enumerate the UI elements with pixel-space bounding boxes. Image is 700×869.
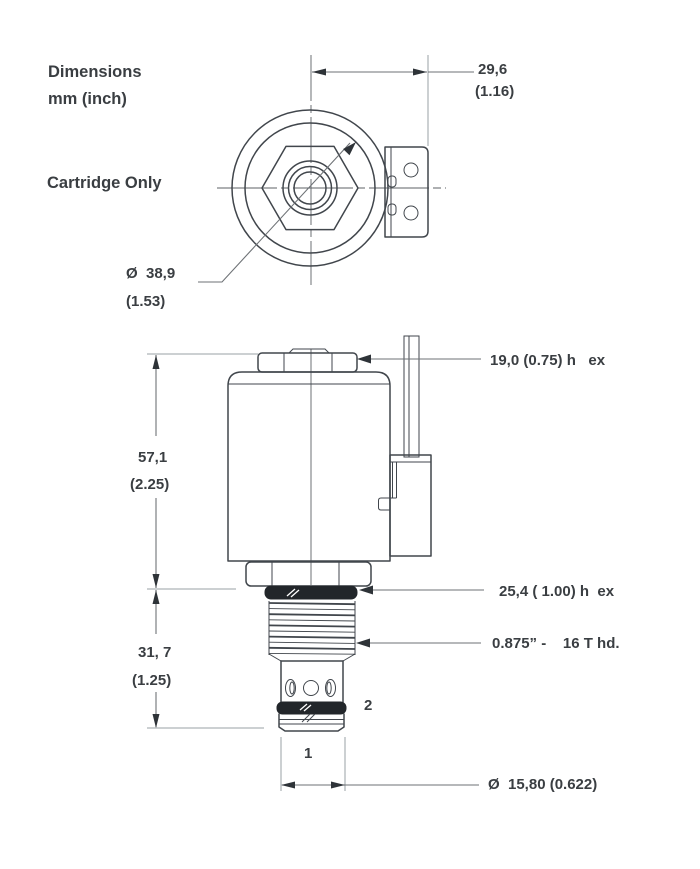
- thread-line: [268, 635, 356, 639]
- connector-block: [378, 454, 432, 557]
- locating-hex-label: 25,4 ( 1.00) h ex: [499, 583, 615, 600]
- locating-hex-leader: [359, 585, 484, 595]
- valve-nose: [278, 713, 345, 732]
- coil-height-dimension: [147, 353, 258, 590]
- port1-label: 1: [304, 745, 312, 762]
- cross-port-center: [303, 680, 319, 696]
- washer-circle: [282, 160, 338, 216]
- spade-terminal: [403, 335, 420, 458]
- nose-slash1: [301, 713, 311, 723]
- cartridge-length-inch: (1.25): [132, 672, 171, 689]
- cross-port-right: [325, 679, 336, 697]
- leader-line: [198, 142, 351, 283]
- nose-diameter-label: Ø 15,80 (0.622): [488, 776, 597, 793]
- bracket-offset-mm: 29,6: [478, 61, 507, 78]
- thread-section: [268, 601, 356, 662]
- page-title: Dimensions: [48, 63, 142, 81]
- terminal-blade: [403, 335, 420, 458]
- cross-port-left-inner: [289, 681, 295, 695]
- port2-label: 2: [364, 697, 372, 714]
- nose-outline: [278, 713, 345, 732]
- thread-label: 0.875” - 16 T hd.: [492, 635, 620, 652]
- top-view: Ø 38,9 (1.53) 29,6 (1.16): [126, 55, 514, 310]
- oring-band: [264, 585, 358, 600]
- nut-washer-face: [288, 348, 330, 354]
- lower-oring: [276, 701, 347, 715]
- bracket-offset-dimension: [312, 55, 474, 146]
- coil-height-inch: (2.25): [130, 476, 169, 493]
- thread-line: [268, 613, 356, 617]
- connector-foot: [378, 497, 397, 511]
- thread-chamfer-right: [342, 653, 356, 662]
- cross-port-right-inner: [326, 681, 332, 695]
- thread-line: [268, 608, 356, 611]
- bracket-outline: [384, 146, 429, 238]
- arrow-down: [152, 714, 160, 728]
- diameter-leader: [198, 142, 356, 283]
- thread-chamfer-left: [268, 653, 282, 662]
- leader-arrowhead: [343, 142, 356, 156]
- thread-line: [268, 641, 356, 644]
- thread-line: [268, 646, 356, 650]
- bracket-offset-inch: (1.16): [475, 83, 514, 100]
- hex-nut-top-view: [261, 145, 359, 231]
- coil-inner-circle: [244, 122, 376, 254]
- arrow-left: [281, 781, 295, 789]
- leader-arrowhead: [357, 354, 371, 364]
- coil-body: [227, 371, 391, 562]
- coil-nut-leader: [357, 354, 481, 364]
- units-label: mm (inch): [48, 90, 127, 108]
- bracket-hole-upper: [403, 162, 419, 178]
- arrow-left: [312, 68, 326, 76]
- oring-highlight1: [286, 588, 296, 597]
- thread-leader: [356, 638, 481, 648]
- mounting-bracket: [384, 146, 429, 238]
- coil-outer-circle: [231, 109, 389, 267]
- thread-line: [268, 602, 356, 606]
- view-label: Cartridge Only: [47, 174, 162, 192]
- bracket-notch-upper: [387, 175, 397, 188]
- leader-arrowhead: [359, 585, 373, 595]
- nut-outline: [257, 352, 358, 373]
- coil-diameter-inch: (1.53): [126, 293, 165, 310]
- coil-nut-label: 19,0 (0.75) h ex: [490, 352, 606, 369]
- thread-line: [268, 619, 356, 622]
- arrow-up: [152, 355, 160, 369]
- coil-retaining-nut: [257, 348, 358, 373]
- nose-slash2: [306, 713, 316, 723]
- upper-oring: [264, 585, 358, 600]
- stem-circle: [287, 165, 333, 211]
- oring-highlight1: [299, 703, 308, 711]
- locating-hex-nut: [245, 561, 372, 587]
- bore-circle: [293, 171, 327, 205]
- cartridge-length-dimension: [147, 590, 264, 729]
- nose-diameter-dimension: [280, 737, 479, 791]
- side-view: 57,1 (2.25) 31, 7 (1.25) 19,0 (0.75) h e…: [130, 335, 620, 793]
- oring-highlight2: [290, 589, 300, 598]
- arrow-right: [413, 68, 427, 76]
- valve-body: [280, 660, 344, 703]
- cartridge-length-mm: 31, 7: [138, 644, 171, 661]
- oring-band: [276, 701, 347, 715]
- thread-line: [268, 630, 356, 633]
- arrow-up: [152, 590, 160, 604]
- cross-port-left: [285, 679, 296, 697]
- arrow-right: [331, 781, 345, 789]
- arrow-down: [152, 574, 160, 588]
- thread-line: [268, 652, 356, 655]
- coil-diameter-mm: Ø 38,9: [126, 265, 175, 282]
- leader-arrowhead: [356, 638, 370, 648]
- coil-height-mm: 57,1: [138, 449, 167, 466]
- coil-outline: [227, 371, 391, 562]
- thread-line: [268, 624, 356, 628]
- oring-highlight2: [303, 704, 312, 712]
- hex-outline: [245, 561, 372, 587]
- bracket-notch-lower: [387, 203, 397, 216]
- bracket-hole-lower: [403, 205, 419, 221]
